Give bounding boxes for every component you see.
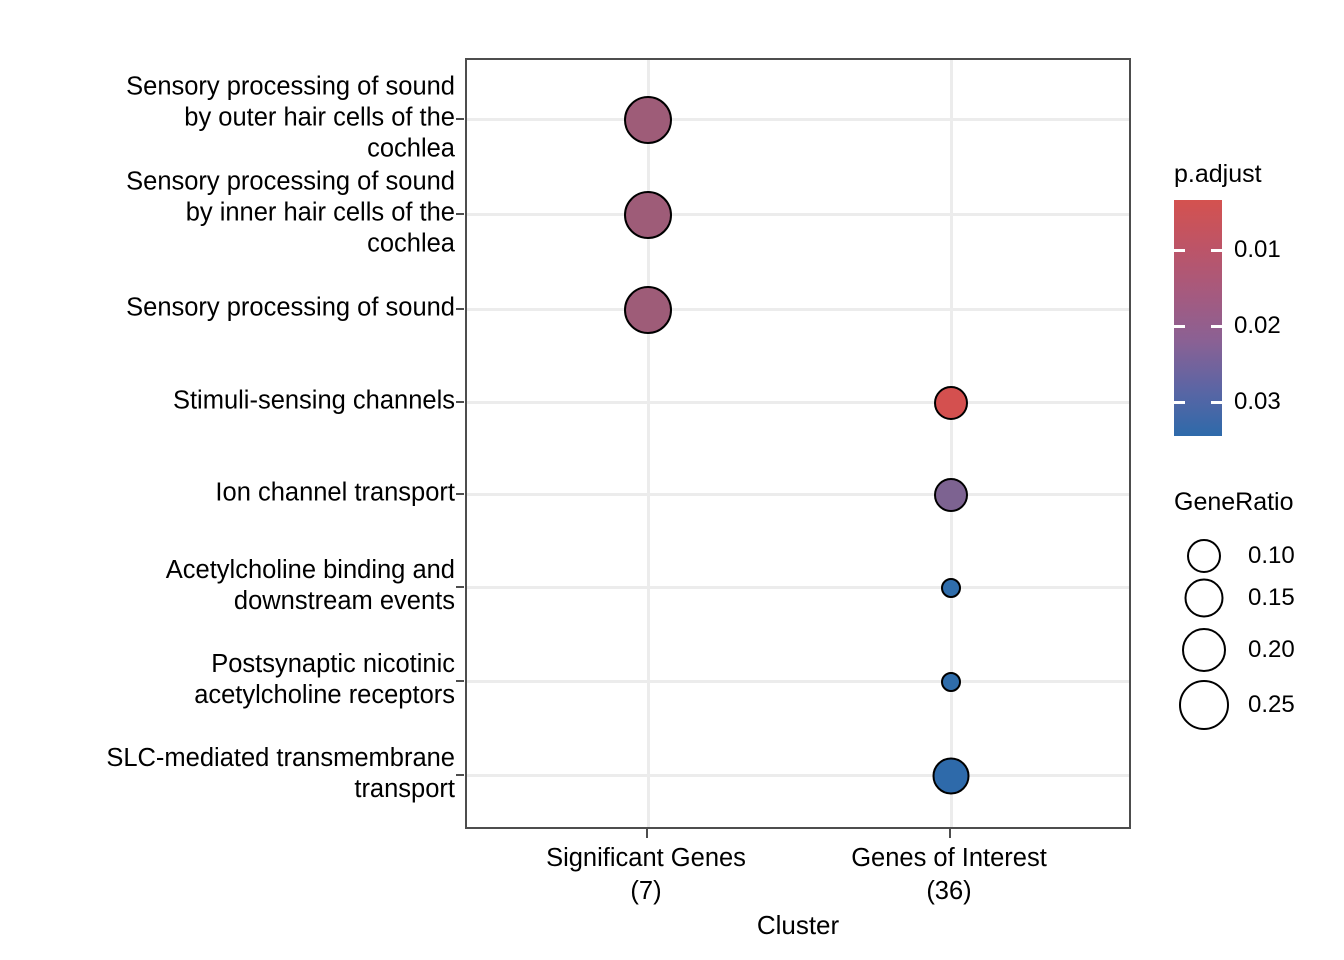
data-point[interactable] xyxy=(941,578,961,598)
gridline-vertical xyxy=(950,60,953,827)
x-axis-tick xyxy=(949,829,951,838)
colorbar-tick xyxy=(1211,325,1222,328)
y-axis-tick xyxy=(456,308,464,310)
data-point[interactable] xyxy=(941,672,961,692)
gridline-horizontal xyxy=(467,774,1129,777)
data-point[interactable] xyxy=(932,757,970,795)
color-legend-title: p.adjust xyxy=(1174,160,1262,188)
y-axis-label: Acetylcholine binding and downstream eve… xyxy=(165,556,455,615)
y-axis-tick xyxy=(456,680,464,682)
size-legend-circle xyxy=(1184,578,1224,618)
colorbar-tick xyxy=(1174,401,1185,404)
size-legend-label: 0.20 xyxy=(1248,636,1295,663)
colorbar-tick-label: 0.01 xyxy=(1234,236,1281,263)
y-axis-tick xyxy=(456,401,464,403)
x-axis-title: Cluster xyxy=(756,910,840,940)
y-axis-label: Postsynaptic nicotinic acetylcholine rec… xyxy=(194,650,455,709)
colorbar-tick-label: 0.02 xyxy=(1234,312,1281,339)
data-point[interactable] xyxy=(624,191,672,239)
size-legend-circle xyxy=(1179,680,1229,730)
gridline-horizontal xyxy=(467,493,1129,496)
x-axis-tick xyxy=(646,829,648,838)
y-axis-label: SLC-mediated transmembrane transport xyxy=(106,744,455,803)
y-axis-label: Sensory processing of sound by outer hai… xyxy=(126,72,455,163)
x-axis-label: Significant Genes (7) xyxy=(546,844,746,905)
gridline-horizontal xyxy=(467,213,1129,216)
y-axis-tick xyxy=(456,586,464,588)
y-axis-label: Stimuli-sensing channels xyxy=(172,386,455,415)
color-legend-bar xyxy=(1174,200,1222,436)
y-axis-label: Ion channel transport xyxy=(215,478,455,507)
y-axis-label: Sensory processing of sound xyxy=(126,293,455,322)
gridline-vertical xyxy=(647,60,650,827)
y-axis-tick xyxy=(456,118,464,120)
size-legend-circle xyxy=(1187,539,1221,573)
data-point[interactable] xyxy=(624,286,672,334)
colorbar-tick xyxy=(1174,325,1185,328)
size-legend-label: 0.25 xyxy=(1248,691,1295,718)
size-legend-label: 0.15 xyxy=(1248,584,1295,611)
data-point[interactable] xyxy=(934,478,968,512)
colorbar-tick xyxy=(1211,249,1222,252)
y-axis-label: Sensory processing of sound by inner hai… xyxy=(126,167,455,258)
colorbar-tick xyxy=(1174,249,1185,252)
y-axis-tick xyxy=(456,774,464,776)
gridline-horizontal xyxy=(467,680,1129,683)
plot-panel xyxy=(465,58,1131,829)
gridline-horizontal xyxy=(467,118,1129,121)
gridline-horizontal xyxy=(467,586,1129,589)
gridline-horizontal xyxy=(467,308,1129,311)
data-point[interactable] xyxy=(934,386,968,420)
gridline-horizontal xyxy=(467,401,1129,404)
size-legend-label: 0.10 xyxy=(1248,542,1295,569)
colorbar-tick-label: 0.03 xyxy=(1234,388,1281,415)
x-axis-label: Genes of Interest (36) xyxy=(851,844,1047,905)
y-axis-tick xyxy=(456,493,464,495)
y-axis-tick xyxy=(456,213,464,215)
size-legend-circle xyxy=(1182,628,1226,672)
data-point[interactable] xyxy=(624,96,672,144)
size-legend-title: GeneRatio xyxy=(1174,488,1294,516)
y-axis: Sensory processing of sound by outer hai… xyxy=(0,0,455,960)
colorbar-tick xyxy=(1211,401,1222,404)
